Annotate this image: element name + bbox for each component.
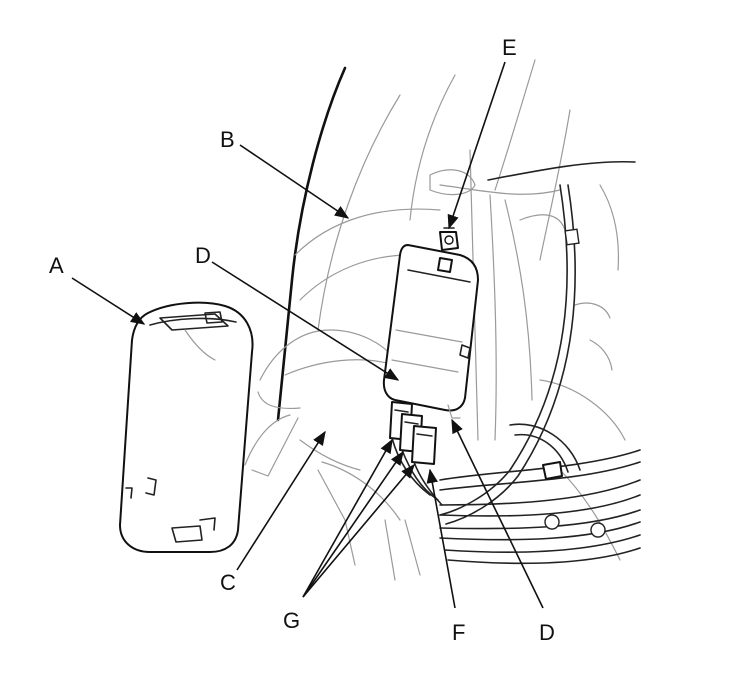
vehicle-body-outline xyxy=(244,59,636,581)
leader-g-3 xyxy=(302,463,415,598)
leader-b xyxy=(239,144,350,219)
callout-e: E xyxy=(502,35,517,60)
wire-harness xyxy=(439,184,641,565)
callout-c: C xyxy=(220,570,236,595)
leader-e xyxy=(447,61,506,230)
leader-a xyxy=(71,277,146,325)
leader-c xyxy=(236,430,326,571)
connectors xyxy=(389,401,461,506)
leader-d-lower xyxy=(451,418,544,609)
leader-f xyxy=(426,468,456,609)
leader-g-2 xyxy=(302,450,404,598)
cover-a xyxy=(119,301,254,553)
callout-b: B xyxy=(220,127,235,152)
callout-f: F xyxy=(452,620,465,645)
callout-g: G xyxy=(283,608,300,633)
leader-lines xyxy=(71,61,544,609)
bolt-e xyxy=(439,227,459,251)
leader-d-upper xyxy=(211,261,400,381)
callout-d-lower: D xyxy=(539,620,555,645)
callout-d-upper: D xyxy=(195,243,211,268)
callout-a: A xyxy=(49,253,64,278)
control-module xyxy=(382,244,479,412)
leader-g-1 xyxy=(302,438,393,598)
callout-labels: A B C D D E F G xyxy=(49,35,555,645)
